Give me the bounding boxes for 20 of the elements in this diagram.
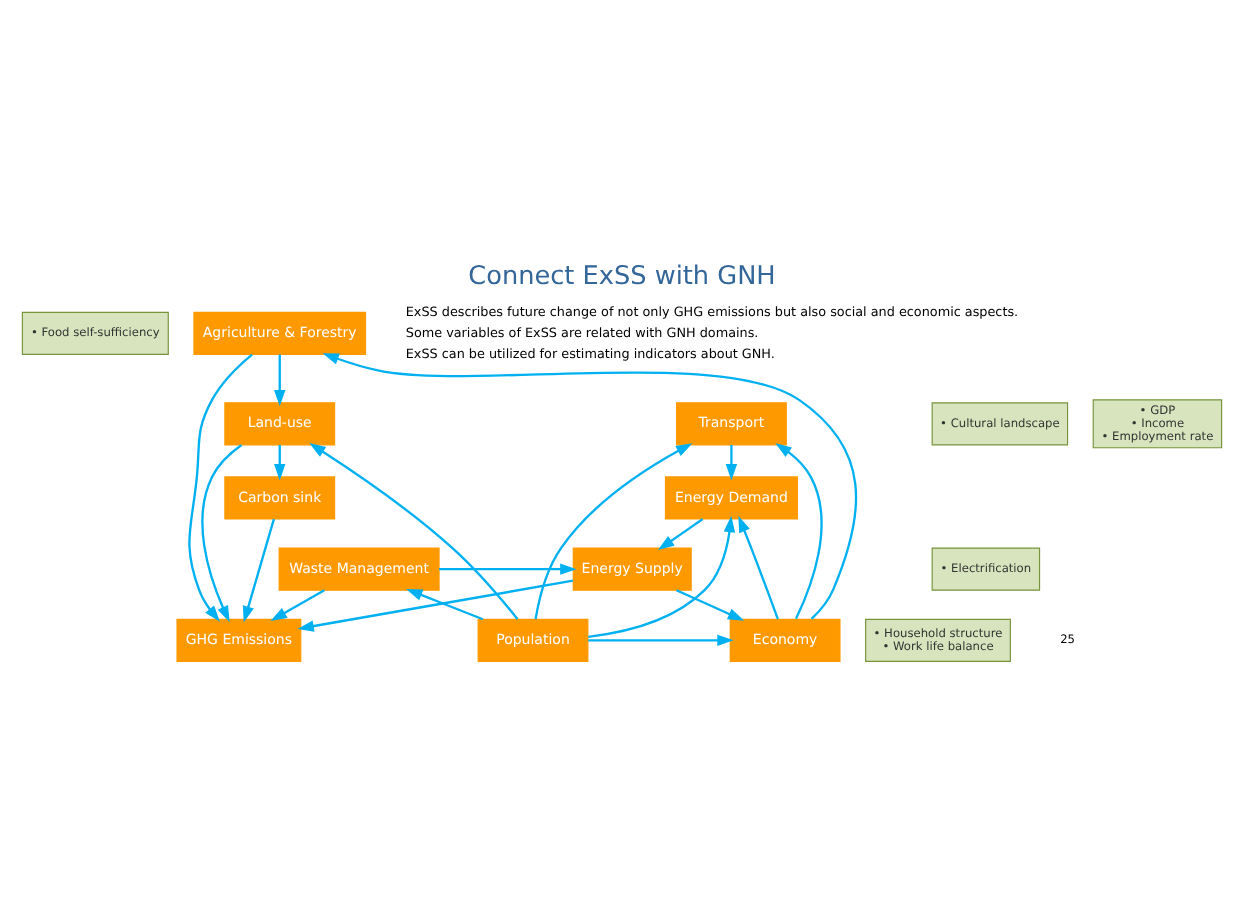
arrow	[270, 588, 325, 621]
arrow	[725, 444, 738, 480]
arrow	[188, 352, 253, 621]
arrow	[322, 352, 858, 619]
arrow	[738, 514, 779, 619]
diagram-title: Connect ExSS with GNH	[468, 260, 776, 291]
arrow	[201, 443, 243, 622]
arrow	[309, 442, 519, 619]
arrow	[675, 588, 745, 620]
arrow	[242, 517, 275, 622]
arrow	[297, 578, 574, 631]
arrow	[657, 517, 704, 550]
arrow	[775, 441, 823, 619]
arrow	[274, 353, 286, 406]
arrow	[406, 587, 484, 620]
arrow	[588, 514, 736, 637]
arrow	[274, 444, 286, 480]
arrow	[439, 562, 577, 574]
arrow	[588, 633, 734, 646]
arrow	[534, 442, 693, 619]
